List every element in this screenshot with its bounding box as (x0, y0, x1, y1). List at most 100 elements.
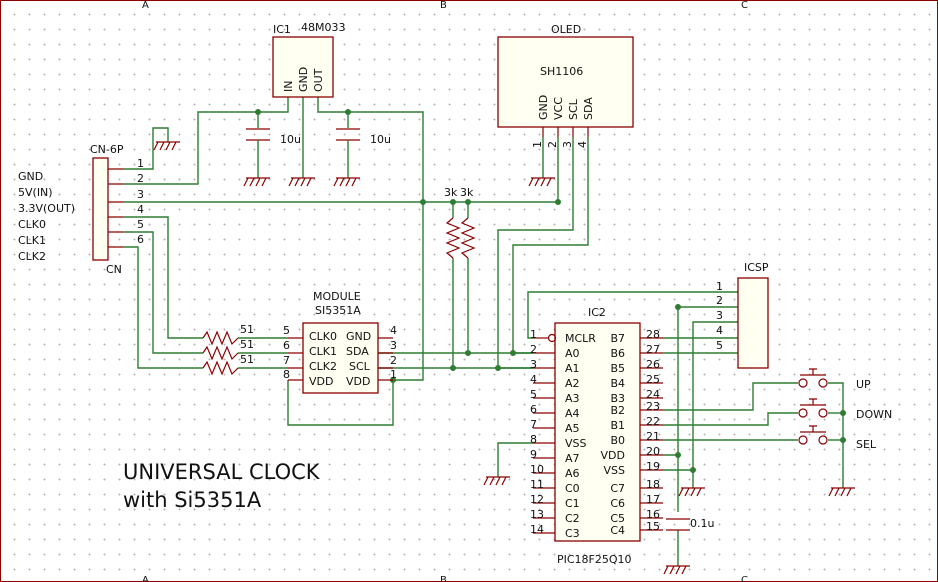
mcu-part: PIC18F25Q10 (557, 553, 632, 566)
mcu-right-pin-number: 20 (646, 445, 660, 458)
title-line-2: with Si5351A (123, 488, 262, 512)
mcu-right-pin-label: VDD (601, 449, 625, 462)
button-down: DOWN (798, 398, 892, 421)
button-sel-label: SEL (856, 438, 877, 451)
mcu-right-pin-number: 25 (646, 373, 660, 386)
frame-column-a: A (142, 0, 149, 11)
regulator-pin-out: OUT (312, 68, 325, 92)
regulator-ic1: IC1 48M033 IN GND OUT (272, 21, 345, 98)
module-right-num-4: 1 (390, 368, 397, 381)
capacitor-c3-value: 0.1u (690, 517, 714, 530)
pullup-resistor-1: 3k (444, 186, 461, 259)
mcu-right-pin-number: 21 (646, 430, 660, 443)
connector-signal-3v3: 3.3V(OUT) (18, 202, 75, 215)
connector-pin-2: 2 (137, 172, 144, 185)
module-left-num-1: 5 (283, 324, 290, 337)
series-resistors: 51 51 51 (202, 323, 254, 376)
icsp-pin-4: 4 (716, 324, 723, 337)
module-left-num-2: 6 (283, 339, 290, 352)
icsp-ref: ICSP (744, 261, 769, 274)
series-resistor-2-value: 51 (240, 338, 254, 351)
si5351a-module: MODULE SI5351A CLK0 CLK1 CLK2 VDD GND SD… (283, 290, 397, 394)
capacitor-c1: 10u (246, 128, 301, 178)
mcu-right-pin-label: B6 (610, 347, 625, 360)
module-left-pin-4: VDD (309, 375, 333, 388)
mcu-right-pin-label: B7 (610, 332, 625, 345)
mcu-right-pin-number: 17 (646, 493, 660, 506)
title-line-1: UNIVERSAL CLOCK (123, 460, 321, 484)
mcu-right-pin-label: B2 (610, 404, 625, 417)
button-up-label: UP (856, 378, 871, 391)
mcu-right-pin-number: 23 (646, 400, 660, 413)
connector-pin-4: 4 (137, 203, 144, 216)
mcu-left-pin-number: 14 (530, 523, 544, 536)
capacitor-c2: 10u (336, 128, 391, 178)
mcu-left-pin-number: 7 (530, 418, 537, 431)
icsp-pin-2: 2 (716, 294, 723, 307)
module-left-pin-2: CLK1 (309, 345, 337, 358)
mcu-right-pin-label: C6 (610, 497, 625, 510)
mcu-left-pin-label: A7 (565, 452, 580, 465)
mcu-right-pin-number: 27 (646, 343, 660, 356)
ground-symbols (153, 141, 855, 575)
mcu-ic2: IC2 PIC18F25Q10 MCLRA0A1A2A3A4A5VSSA7A6C… (530, 306, 663, 566)
capacitor-c3: 0.1u (666, 517, 714, 531)
mcu-left-pin-number: 11 (530, 478, 544, 491)
regulator-pin-in: IN (282, 81, 295, 92)
frame-column-c-bottom: C (741, 575, 748, 582)
oled-pin-num-3: 3 (561, 141, 574, 148)
oled-pin-num-4: 4 (576, 141, 589, 148)
mcu-left-pin-number: 9 (530, 448, 537, 461)
mcu-left-pin-number: 3 (530, 358, 537, 371)
connector-value: CN (106, 263, 122, 276)
mcu-right-pin-label: B1 (610, 419, 625, 432)
mcu-right-pin-label: C4 (610, 524, 625, 537)
mcu-right-pin-label: C7 (610, 482, 625, 495)
icsp-pin-5: 5 (716, 339, 723, 352)
connector-signal-gnd: GND (18, 170, 43, 183)
mcu-right-pin-number: 28 (646, 328, 660, 341)
mcu-right-pin-label: VSS (604, 464, 626, 477)
frame-column-a-bottom: A (142, 575, 149, 582)
mcu-left-pin-number: 12 (530, 493, 544, 506)
frame-column-b: B (440, 0, 447, 11)
module-right-num-3: 2 (390, 354, 397, 367)
oled-display: OLED SH1106 GND VCC SCL SDA 1 2 3 4 (497, 23, 634, 148)
oled-pin-num-1: 1 (531, 141, 544, 148)
connector-signal-clk2: CLK2 (18, 250, 46, 263)
mcu-ref: IC2 (588, 306, 606, 319)
icsp-header: ICSP 1 2 3 4 5 (716, 261, 769, 369)
series-resistor-3-value: 51 (240, 353, 254, 366)
module-left-pin-3: CLK2 (309, 360, 337, 373)
icsp-pin-1: 1 (716, 280, 723, 293)
mcu-left-pin-label: VSS (565, 437, 587, 450)
mcu-right-pin-label: B5 (610, 362, 625, 375)
connector-signal-clk1: CLK1 (18, 234, 46, 247)
mcu-left-pin-label: A2 (565, 377, 580, 390)
button-down-label: DOWN (856, 408, 892, 421)
module-right-pin-3: SCL (349, 360, 371, 373)
mcu-left-pin-number: 8 (530, 433, 537, 446)
module-right-pin-4: VDD (346, 375, 370, 388)
mcu-left-pin-label: C3 (565, 527, 580, 540)
connector-signal-5v: 5V(IN) (18, 186, 53, 199)
module-right-num-2: 3 (390, 339, 397, 352)
button-sel: SEL (798, 425, 877, 451)
regulator-part: 48M033 (301, 21, 345, 34)
module-ref: MODULE (313, 290, 361, 303)
mcu-right-pin-label: B4 (610, 377, 625, 390)
series-resistor-1-value: 51 (240, 323, 254, 336)
button-up: UP (798, 368, 871, 391)
mcu-left-pin-number: 6 (530, 403, 537, 416)
module-right-num-1: 4 (390, 324, 397, 337)
capacitor-c1-value: 10u (280, 133, 301, 146)
module-right-pin-2: SDA (346, 345, 369, 358)
mcu-left-pin-number: 1 (530, 328, 537, 341)
mcu-left-pin-label: A0 (565, 347, 580, 360)
module-left-num-3: 7 (283, 354, 290, 367)
connector-ref: CN-6P (90, 143, 124, 156)
mcu-left-pin-number: 13 (530, 508, 544, 521)
connector-cn: CN-6P CN 1 2 3 4 5 6 GND 5V(IN) 3.3V(OUT… (18, 143, 144, 276)
